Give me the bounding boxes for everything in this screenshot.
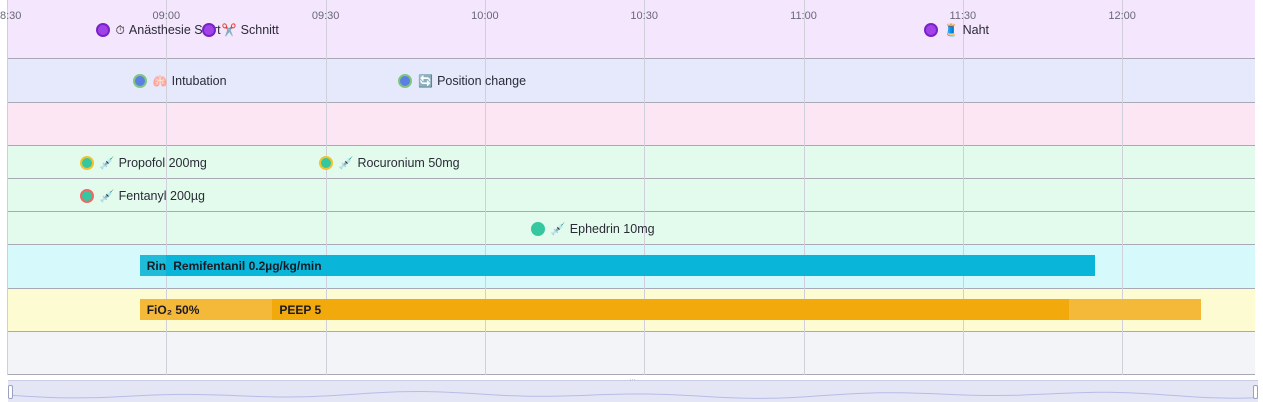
- event-marker[interactable]: 💉Rocuronium 50mg: [318, 154, 460, 172]
- event-marker[interactable]: 🔄Position change: [398, 72, 526, 90]
- stopwatch-icon: ⏱: [115, 22, 125, 37]
- thread-spool-icon: 🧵: [943, 23, 959, 37]
- event-dot[interactable]: [79, 188, 94, 203]
- lane-row-3: [8, 103, 1255, 146]
- syringe-icon: 💉: [99, 188, 115, 203]
- minimap-drag-grip[interactable]: …: [629, 375, 637, 382]
- time-tick-label: 10:30: [630, 10, 658, 22]
- gridline: [7, 0, 8, 375]
- event-dot[interactable]: [923, 23, 938, 37]
- gridline: [962, 0, 964, 375]
- arrows-cycle-icon: 🔄: [418, 74, 434, 88]
- gridline: [166, 0, 168, 375]
- time-tick-label: 10:00: [471, 10, 499, 22]
- lane-row-6: [8, 212, 1255, 245]
- minimap-right-handle[interactable]: [1253, 385, 1258, 399]
- infusion-bar-label: Remifentanil 0.2µg/kg/min: [173, 258, 322, 273]
- event-marker[interactable]: ⏱Anästhesie Start: [95, 21, 221, 39]
- infusion-bar-label: PEEP 5: [279, 302, 322, 317]
- gridline: [644, 0, 646, 375]
- event-dot[interactable]: [398, 74, 413, 88]
- event-label: Fentanyl 200µg: [118, 188, 206, 203]
- lane-row-5: [8, 179, 1255, 212]
- event-marker[interactable]: 💉Fentanyl 200µg: [79, 187, 206, 205]
- lungs-icon: 🫁: [152, 74, 168, 88]
- time-tick-label: 09:30: [311, 10, 340, 22]
- infusion-bar-label: Rin: [146, 258, 167, 273]
- event-label: Rocuronium 50mg: [357, 155, 460, 170]
- gridline: [803, 0, 805, 375]
- event-label: Position change: [437, 74, 527, 88]
- timeline-minimap[interactable]: …: [8, 375, 1258, 402]
- syringe-icon: 💉: [550, 221, 566, 236]
- syringe-icon: 💉: [99, 155, 115, 170]
- event-dot[interactable]: [132, 74, 147, 88]
- event-label: Naht: [962, 23, 989, 37]
- gridline: [1122, 0, 1124, 375]
- event-marker[interactable]: 💉Ephedrin 10mg: [530, 220, 655, 238]
- event-dot[interactable]: [530, 221, 545, 236]
- event-label: Anästhesie Start: [128, 23, 221, 37]
- event-marker[interactable]: 💉Propofol 200mg: [79, 154, 207, 172]
- time-tick-label: 11:30: [949, 10, 977, 22]
- infusion-bar-label: FiO₂ 50%: [146, 302, 200, 317]
- syringe-icon: 💉: [338, 155, 354, 170]
- lane-row-9: [8, 332, 1255, 375]
- gridline: [484, 0, 486, 375]
- lane-row-1: [8, 0, 1255, 59]
- event-label: Ephedrin 10mg: [569, 221, 655, 236]
- infusion-bar[interactable]: PEEP 5: [272, 299, 1069, 320]
- minimap-left-handle[interactable]: [8, 385, 13, 399]
- gridline: [325, 0, 327, 375]
- event-label: Propofol 200mg: [118, 155, 207, 170]
- event-marker[interactable]: ✂️Schnitt: [201, 21, 279, 39]
- event-marker[interactable]: 🧵Naht: [923, 21, 989, 39]
- event-label: Intubation: [171, 74, 227, 88]
- lane-row-2: [8, 59, 1255, 103]
- event-dot[interactable]: [318, 155, 333, 170]
- event-dot[interactable]: [201, 23, 216, 37]
- infusion-bar[interactable]: Remifentanil 0.2µg/kg/min: [166, 255, 1096, 276]
- time-tick-label: 12:00: [1108, 10, 1136, 22]
- event-dot[interactable]: [79, 155, 94, 170]
- event-dot[interactable]: [95, 23, 110, 37]
- time-tick-label: 11:00: [790, 10, 817, 22]
- time-tick-label: 8:30: [0, 10, 22, 22]
- event-label: Schnitt: [240, 23, 279, 37]
- scissors-icon: ✂️: [221, 23, 237, 37]
- minimap-sparkline: [8, 390, 1258, 399]
- event-marker[interactable]: 🫁Intubation: [132, 72, 227, 90]
- time-tick-label: 09:00: [152, 10, 181, 22]
- lane-row-4: [8, 146, 1255, 179]
